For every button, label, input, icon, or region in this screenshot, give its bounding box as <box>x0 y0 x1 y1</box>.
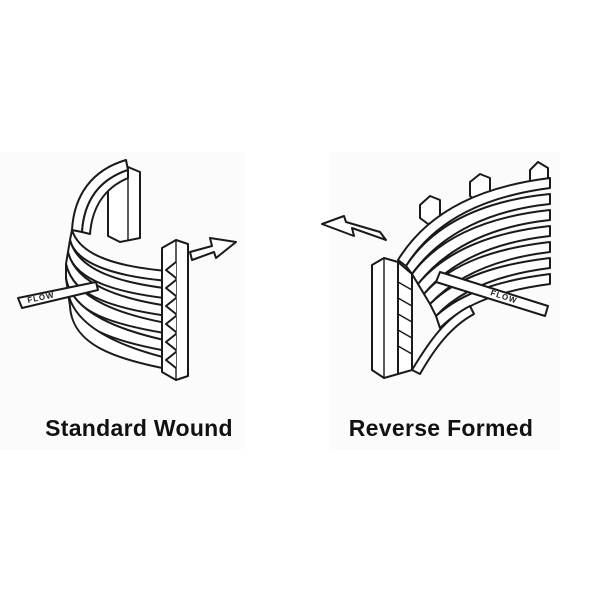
reverse-formed-illustration: FLOW <box>321 161 551 379</box>
caption-standard-wound: Standard Wound <box>45 415 233 441</box>
flow-label-band <box>435 271 549 317</box>
flow-label-band <box>17 281 99 309</box>
lower-curve <box>411 305 475 375</box>
rod-teeth <box>165 261 177 369</box>
step-teeth <box>397 281 413 355</box>
flow-arrow-out-icon <box>189 237 237 261</box>
caption-reverse-formed: Reverse Formed <box>348 415 534 441</box>
wire-top-face <box>81 169 129 235</box>
flow-arrow-out-icon <box>321 215 387 241</box>
standard-wound-illustration: FLOW <box>17 159 237 381</box>
support-rod-front <box>371 257 399 379</box>
